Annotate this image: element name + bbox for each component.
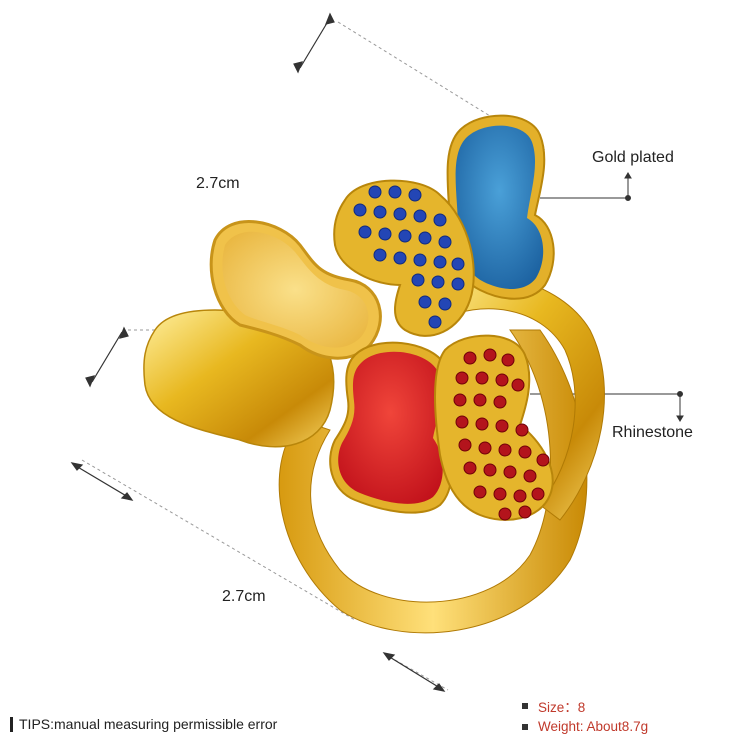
width-dimension-label: 2.7cm	[196, 175, 240, 192]
spec-size-text: Size：8	[538, 700, 586, 715]
spec-size: Size：8	[522, 696, 585, 716]
red-rhinestones	[453, 348, 550, 521]
spec-weight-text: Weight: About8.7g	[538, 719, 649, 734]
bullet-square-icon	[522, 723, 528, 730]
bullet-square-icon	[522, 703, 528, 709]
tips-text: TIPS:manual measuring permissible error	[19, 716, 278, 732]
stone-callout: Rhinestone	[612, 424, 693, 441]
gold-butterfly-wing	[143, 220, 382, 448]
tips-note: TIPS:manual measuring permissible error	[10, 716, 277, 732]
blue-rhinestones	[353, 185, 465, 329]
dimension-arrows	[70, 12, 446, 692]
ring-band	[278, 275, 605, 634]
tips-bar	[10, 716, 13, 732]
material-callout: Gold plated	[592, 149, 674, 166]
spec-weight: Weight: About8.7g	[522, 719, 648, 734]
height-dimension-label: 2.7cm	[222, 588, 266, 605]
